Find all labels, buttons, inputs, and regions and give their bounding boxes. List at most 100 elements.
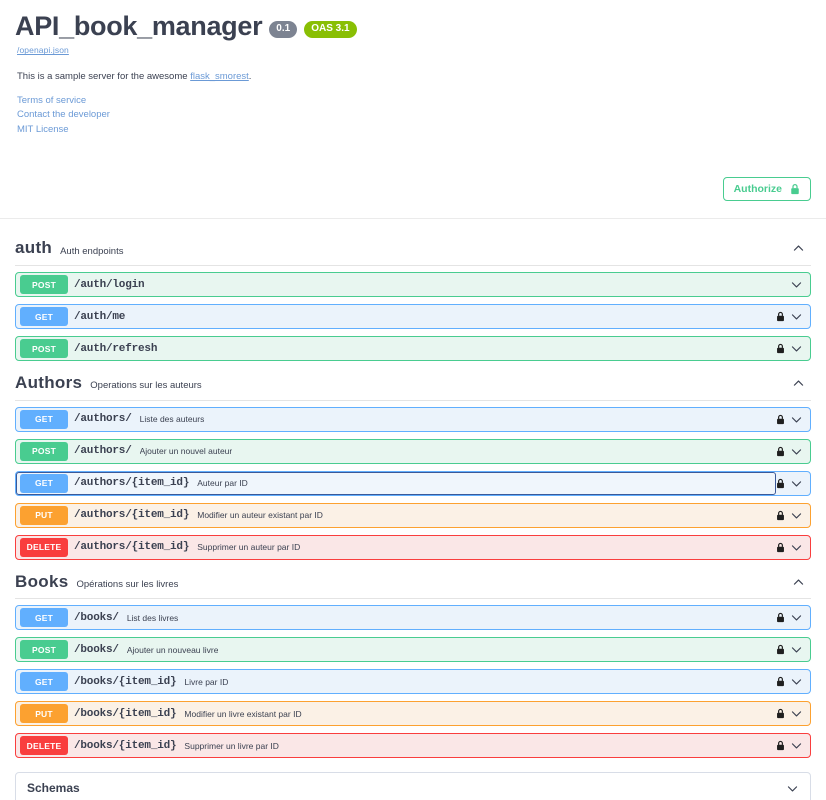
lock-icon[interactable] bbox=[776, 414, 785, 425]
chevron-down-icon[interactable] bbox=[790, 445, 803, 458]
spec-url-link[interactable]: /openapi.json bbox=[17, 45, 69, 56]
tag-description: Operations sur les auteurs bbox=[90, 380, 202, 392]
operation-post-/auth/login[interactable]: POST/auth/login bbox=[15, 272, 811, 298]
lock-icon[interactable] bbox=[776, 740, 785, 751]
operation-post-/authors/[interactable]: POST/authors/Ajouter un nouvel auteur bbox=[15, 438, 811, 464]
operation-controls bbox=[776, 643, 810, 656]
operation-put-/authors/{item_id}[interactable]: PUT/authors/{item_id}Modifier un auteur … bbox=[15, 502, 811, 528]
chevron-up-icon[interactable] bbox=[789, 374, 807, 392]
schemas-section[interactable]: Schemas bbox=[15, 772, 811, 800]
operation-summary[interactable]: POST/auth/login bbox=[16, 273, 790, 296]
operation-get-/books/[interactable]: GET/books/List des livres bbox=[15, 605, 811, 631]
chevron-down-icon[interactable] bbox=[790, 413, 803, 426]
chevron-down-icon[interactable] bbox=[790, 310, 803, 323]
operation-summary[interactable]: GET/books/List des livres bbox=[16, 606, 776, 629]
flask-smorest-link[interactable]: flask_smorest bbox=[190, 71, 249, 83]
http-method-badge: POST bbox=[20, 275, 68, 295]
operation-path: /books/ bbox=[74, 611, 119, 624]
lock-icon[interactable] bbox=[776, 542, 785, 553]
http-method-badge: DELETE bbox=[20, 736, 68, 756]
http-method-badge: DELETE bbox=[20, 537, 68, 557]
operation-summary-text: Livre par ID bbox=[184, 676, 229, 687]
operation-summary[interactable]: POST/auth/refresh bbox=[16, 337, 776, 360]
lock-icon[interactable] bbox=[776, 343, 785, 354]
contact-developer-link[interactable]: Contact the developer bbox=[17, 109, 110, 121]
operation-summary[interactable]: DELETE/books/{item_id}Supprimer un livre… bbox=[16, 734, 776, 757]
operation-summary-text: Supprimer un auteur par ID bbox=[197, 542, 301, 553]
operation-controls bbox=[776, 509, 810, 522]
license-link[interactable]: MIT License bbox=[17, 124, 69, 136]
lock-icon[interactable] bbox=[776, 510, 785, 521]
operation-path: /authors/{item_id} bbox=[74, 477, 190, 490]
lock-icon[interactable] bbox=[776, 612, 785, 623]
chevron-down-icon[interactable] bbox=[790, 509, 803, 522]
chevron-up-icon[interactable] bbox=[789, 573, 807, 591]
lock-icon[interactable] bbox=[776, 311, 785, 322]
operation-summary[interactable]: PUT/authors/{item_id}Modifier un auteur … bbox=[16, 504, 776, 527]
operation-controls bbox=[776, 310, 810, 323]
scheme-divider bbox=[0, 218, 826, 220]
http-method-badge: GET bbox=[20, 473, 68, 493]
api-description: This is a sample server for the awesome … bbox=[17, 70, 811, 84]
operation-get-/books/{item_id}[interactable]: GET/books/{item_id}Livre par ID bbox=[15, 669, 811, 695]
operation-path: /auth/refresh bbox=[74, 342, 158, 355]
operation-get-/auth/me[interactable]: GET/auth/me bbox=[15, 304, 811, 330]
operation-summary[interactable]: GET/authors/Liste des auteurs bbox=[16, 408, 776, 431]
operation-put-/books/{item_id}[interactable]: PUT/books/{item_id}Modifier un livre exi… bbox=[15, 701, 811, 727]
http-method-badge: GET bbox=[20, 608, 68, 628]
lock-icon[interactable] bbox=[776, 644, 785, 655]
chevron-down-icon[interactable] bbox=[790, 342, 803, 355]
operation-delete-/books/{item_id}[interactable]: DELETE/books/{item_id}Supprimer un livre… bbox=[15, 733, 811, 759]
chevron-down-icon[interactable] bbox=[790, 278, 803, 291]
operation-controls bbox=[776, 611, 810, 624]
operation-summary[interactable]: GET/books/{item_id}Livre par ID bbox=[16, 670, 776, 693]
version-badge: 0.1 bbox=[269, 21, 298, 38]
chevron-up-icon[interactable] bbox=[789, 240, 807, 258]
chevron-down-icon[interactable] bbox=[786, 782, 799, 795]
http-method-badge: GET bbox=[20, 307, 68, 327]
chevron-down-icon[interactable] bbox=[790, 611, 803, 624]
lock-icon bbox=[790, 183, 800, 195]
operation-summary-text: Modifier un auteur existant par ID bbox=[197, 510, 323, 521]
chevron-down-icon[interactable] bbox=[790, 739, 803, 752]
operation-get-/authors/{item_id}[interactable]: GET/authors/{item_id} Auteur par ID bbox=[15, 470, 811, 496]
operation-summary[interactable]: POST/authors/Ajouter un nouvel auteur bbox=[16, 440, 776, 463]
chevron-down-icon[interactable] bbox=[790, 541, 803, 554]
lock-icon[interactable] bbox=[776, 446, 785, 457]
lock-icon[interactable] bbox=[776, 708, 785, 719]
authorize-button[interactable]: Authorize bbox=[722, 177, 811, 202]
operation-summary[interactable]: DELETE/authors/{item_id} Supprimer un aut… bbox=[16, 536, 776, 559]
lock-icon[interactable] bbox=[776, 676, 785, 687]
chevron-down-icon[interactable] bbox=[790, 477, 803, 490]
operation-get-/authors/[interactable]: GET/authors/Liste des auteurs bbox=[15, 406, 811, 432]
operation-post-/books/[interactable]: POST/books/Ajouter un nouveau livre bbox=[15, 637, 811, 663]
operation-controls bbox=[776, 707, 810, 720]
lock-icon[interactable] bbox=[776, 478, 785, 489]
operation-post-/auth/refresh[interactable]: POST/auth/refresh bbox=[15, 336, 811, 362]
terms-of-service-link[interactable]: Terms of service bbox=[17, 94, 87, 106]
operation-path: /books/ bbox=[74, 643, 119, 656]
operation-summary[interactable]: GET/auth/me bbox=[16, 305, 776, 328]
api-info-block: API_book_manager 0.1 OAS 3.1 /openapi.js… bbox=[0, 0, 826, 137]
chevron-down-icon[interactable] bbox=[790, 643, 803, 656]
operation-path: /authors/{item_id} bbox=[74, 541, 190, 554]
schemas-header[interactable]: Schemas bbox=[16, 773, 810, 800]
http-method-badge: POST bbox=[20, 441, 68, 461]
operation-path: /books/{item_id} bbox=[74, 707, 177, 720]
operation-summary[interactable]: POST/books/Ajouter un nouveau livre bbox=[16, 638, 776, 661]
api-description-suffix: . bbox=[248, 71, 252, 83]
http-method-badge: PUT bbox=[20, 505, 68, 525]
operation-delete-/authors/{item_id}[interactable]: DELETE/authors/{item_id} Supprimer un aut… bbox=[15, 534, 811, 560]
operation-summary[interactable]: PUT/books/{item_id}Modifier un livre exi… bbox=[16, 702, 776, 725]
operation-summary-text: Auteur par ID bbox=[197, 478, 248, 489]
operation-controls bbox=[776, 342, 810, 355]
chevron-down-icon[interactable] bbox=[790, 707, 803, 720]
tag-name: Books bbox=[15, 571, 69, 591]
operation-summary[interactable]: GET/authors/{item_id} Auteur par ID bbox=[16, 471, 776, 495]
chevron-down-icon[interactable] bbox=[790, 675, 803, 688]
